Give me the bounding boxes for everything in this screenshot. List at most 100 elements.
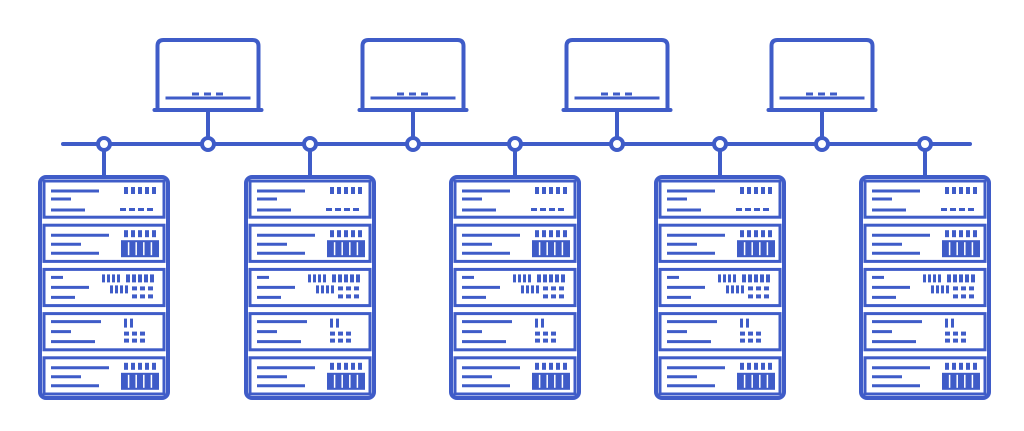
- servers: [38, 136, 991, 400]
- server-2: [244, 136, 376, 400]
- server-unit: [42, 267, 166, 308]
- unit-led: [513, 274, 516, 283]
- unit-led: [961, 338, 966, 343]
- server-5: [859, 136, 991, 400]
- unit-led: [318, 274, 321, 283]
- server-unit: [248, 223, 372, 263]
- unit-led: [764, 286, 769, 291]
- unit-led: [555, 274, 559, 283]
- unit-led: [344, 362, 348, 370]
- unit-led: [542, 187, 546, 194]
- monitor-icon: [769, 38, 875, 110]
- unit-led: [756, 331, 761, 336]
- unit-led: [549, 362, 553, 370]
- unit-led: [936, 285, 939, 294]
- unit-led: [130, 318, 133, 328]
- unit-led: [718, 274, 721, 283]
- unit-led: [140, 286, 145, 291]
- unit-panel: [532, 240, 570, 258]
- unit-led: [747, 362, 751, 370]
- unit-led: [350, 274, 354, 283]
- unit-led: [351, 187, 355, 194]
- unit-led: [330, 331, 335, 336]
- server-unit: [453, 267, 577, 308]
- unit-led: [102, 274, 105, 283]
- unit-led: [110, 285, 113, 294]
- unit-led: [549, 274, 553, 283]
- unit-led: [152, 187, 156, 194]
- unit-led: [346, 294, 351, 299]
- unit-led: [928, 274, 931, 283]
- unit-led: [124, 362, 128, 370]
- unit-led: [953, 286, 958, 291]
- unit-led: [536, 285, 539, 294]
- unit-led: [543, 338, 548, 343]
- unit-led: [528, 274, 531, 283]
- connection-node: [814, 136, 830, 152]
- unit-led: [563, 230, 567, 238]
- unit-led: [145, 362, 149, 370]
- unit-led: [542, 362, 546, 370]
- unit-led: [952, 362, 956, 370]
- unit-led: [969, 286, 974, 291]
- unit-led: [124, 338, 129, 343]
- server-unit: [248, 267, 372, 308]
- unit-led: [358, 187, 362, 194]
- unit-led: [959, 208, 965, 211]
- unit-led: [761, 362, 765, 370]
- unit-led: [551, 294, 556, 299]
- unit-led: [726, 285, 729, 294]
- unit-led: [523, 274, 526, 283]
- unit-led: [747, 187, 751, 194]
- unit-led: [953, 338, 958, 343]
- unit-led: [346, 331, 351, 336]
- unit-led: [335, 208, 341, 211]
- unit-led: [968, 208, 974, 211]
- unit-led: [761, 230, 765, 238]
- unit-led: [754, 230, 758, 238]
- unit-led: [748, 286, 753, 291]
- unit-led: [356, 274, 360, 283]
- unit-led: [973, 187, 977, 194]
- unit-led: [938, 274, 941, 283]
- connection-node: [96, 136, 112, 152]
- server-unit: [658, 223, 782, 263]
- unit-led: [344, 274, 348, 283]
- unit-led: [740, 338, 745, 343]
- server-unit: [863, 312, 987, 352]
- unit-led: [138, 274, 142, 283]
- unit-led: [961, 294, 966, 299]
- unit-led: [537, 274, 541, 283]
- unit-led: [961, 331, 966, 336]
- unit-led: [966, 362, 970, 370]
- unit-led: [337, 362, 341, 370]
- unit-led: [558, 208, 564, 211]
- unit-led: [945, 318, 948, 328]
- unit-led: [326, 285, 329, 294]
- unit-led: [138, 230, 142, 238]
- unit-led: [754, 187, 758, 194]
- unit-led: [754, 362, 758, 370]
- unit-led: [535, 338, 540, 343]
- unit-led: [973, 230, 977, 238]
- unit-led: [764, 294, 769, 299]
- server-4: [654, 136, 786, 400]
- unit-led: [138, 187, 142, 194]
- unit-led: [952, 230, 956, 238]
- server-unit: [42, 312, 166, 352]
- unit-led: [148, 294, 153, 299]
- connection-node: [609, 136, 625, 152]
- unit-led: [953, 331, 958, 336]
- unit-led: [966, 187, 970, 194]
- unit-led: [145, 187, 149, 194]
- unit-led: [330, 318, 333, 328]
- unit-led: [971, 274, 975, 283]
- unit-led: [138, 208, 144, 211]
- unit-led: [741, 285, 744, 294]
- unit-led: [358, 362, 362, 370]
- unit-led: [132, 294, 137, 299]
- unit-led: [330, 230, 334, 238]
- unit-led: [132, 331, 137, 336]
- unit-led: [728, 274, 731, 283]
- unit-led: [941, 285, 944, 294]
